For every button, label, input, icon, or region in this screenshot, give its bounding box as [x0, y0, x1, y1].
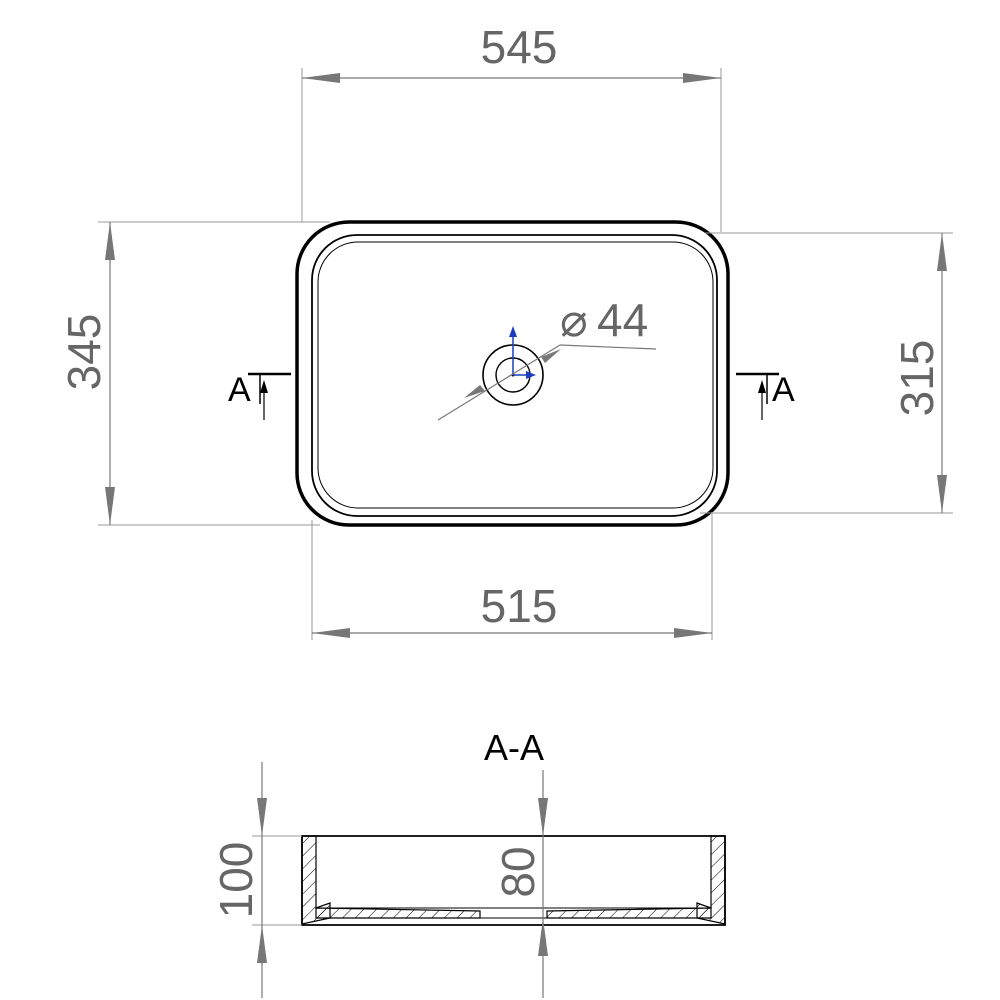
- section-title: A-A: [484, 727, 544, 768]
- total-height-label: 100: [210, 842, 262, 919]
- section-view: A-A 100: [210, 727, 726, 998]
- section-marker-right: [736, 372, 779, 420]
- drain-diameter-symbol: ⌀: [560, 294, 588, 346]
- base-right-section: [546, 907, 712, 919]
- top-view: ⌀ 44 545 345 315: [58, 21, 953, 640]
- basin-bowl-outline: [317, 241, 714, 509]
- inner-width-label: 515: [481, 580, 558, 632]
- basin-outer-outline: [295, 220, 730, 527]
- section-marker-right-label: A: [772, 371, 795, 409]
- basin-inner-rim: [311, 234, 718, 517]
- left-wall-section: [301, 835, 331, 925]
- overall-width-label: 545: [481, 21, 558, 73]
- inner-depth-label: 315: [891, 340, 943, 417]
- base-left-section: [315, 907, 481, 919]
- inner-bowl-depth-dimension: [538, 770, 548, 998]
- axis-indicator-icon: [509, 326, 536, 379]
- overall-width-dimension: [301, 68, 722, 232]
- overall-depth-label: 345: [58, 314, 110, 391]
- drain-diameter-leader: [437, 344, 657, 421]
- overall-depth-dimension: [98, 221, 330, 526]
- inner-bowl-depth-label: 80: [492, 846, 544, 897]
- total-height-dimension: [252, 762, 302, 998]
- drain-diameter-label: 44: [597, 294, 648, 346]
- inner-width-dimension: [311, 512, 713, 640]
- inner-depth-dimension: [700, 232, 953, 514]
- section-marker-left-label: A: [228, 371, 251, 409]
- section-marker-left: [248, 372, 291, 420]
